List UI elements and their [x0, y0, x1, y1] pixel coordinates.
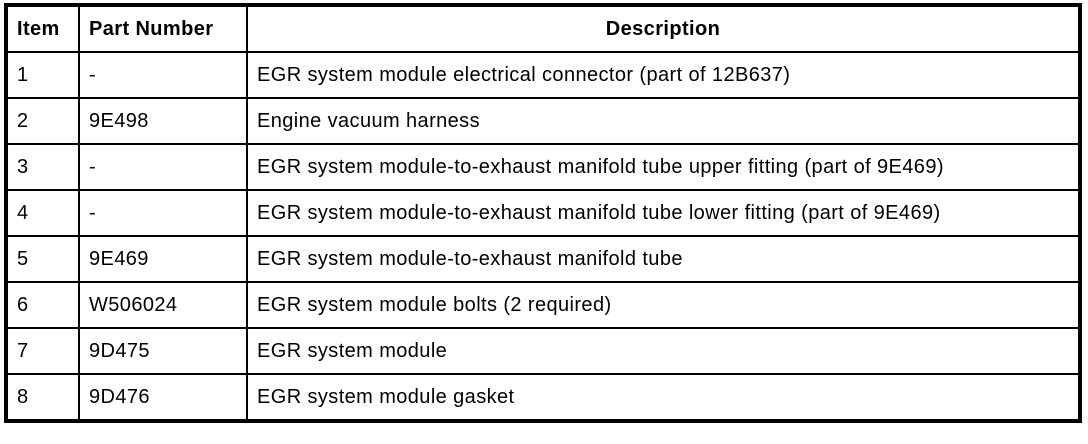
table-row: 2 9E498 Engine vacuum harness	[5, 97, 1081, 145]
cell-item: 3	[5, 143, 80, 191]
cell-description: EGR system module-to-exhaust manifold tu…	[246, 143, 1081, 191]
parts-table-page: Item Part Number Description 1 - EGR sys…	[4, 3, 1082, 423]
cell-part-number: 9E469	[78, 235, 248, 283]
cell-part-number: -	[78, 143, 248, 191]
cell-item: 7	[5, 327, 80, 375]
cell-item: 8	[5, 373, 80, 422]
cell-part-number: 9E498	[78, 97, 248, 145]
cell-item: 4	[5, 189, 80, 237]
cell-item: 2	[5, 97, 80, 145]
cell-description: EGR system module gasket	[246, 373, 1081, 422]
cell-part-number: 9D476	[78, 373, 248, 422]
cell-item: 6	[5, 281, 80, 329]
cell-description: EGR system module-to-exhaust manifold tu…	[246, 235, 1081, 283]
cell-item: 5	[5, 235, 80, 283]
header-part-number: Part Number	[78, 4, 248, 53]
table-row: 8 9D476 EGR system module gasket	[5, 373, 1081, 422]
cell-part-number: -	[78, 51, 248, 99]
header-row: Item Part Number Description	[5, 4, 1081, 53]
cell-description: EGR system module	[246, 327, 1081, 375]
parts-table-body: 1 - EGR system module electrical connect…	[5, 51, 1081, 422]
header-item: Item	[5, 4, 80, 53]
table-row: 4 - EGR system module-to-exhaust manifol…	[5, 189, 1081, 237]
cell-description: EGR system module bolts (2 required)	[246, 281, 1081, 329]
cell-description: EGR system module-to-exhaust manifold tu…	[246, 189, 1081, 237]
parts-table: Item Part Number Description 1 - EGR sys…	[4, 3, 1082, 423]
cell-part-number: -	[78, 189, 248, 237]
cell-description: EGR system module electrical connector (…	[246, 51, 1081, 99]
table-row: 7 9D475 EGR system module	[5, 327, 1081, 375]
cell-item: 1	[5, 51, 80, 99]
cell-part-number: 9D475	[78, 327, 248, 375]
table-row: 1 - EGR system module electrical connect…	[5, 51, 1081, 99]
table-row: 6 W506024 EGR system module bolts (2 req…	[5, 281, 1081, 329]
header-description: Description	[246, 4, 1081, 53]
cell-part-number: W506024	[78, 281, 248, 329]
table-row: 5 9E469 EGR system module-to-exhaust man…	[5, 235, 1081, 283]
cell-description: Engine vacuum harness	[246, 97, 1081, 145]
table-row: 3 - EGR system module-to-exhaust manifol…	[5, 143, 1081, 191]
